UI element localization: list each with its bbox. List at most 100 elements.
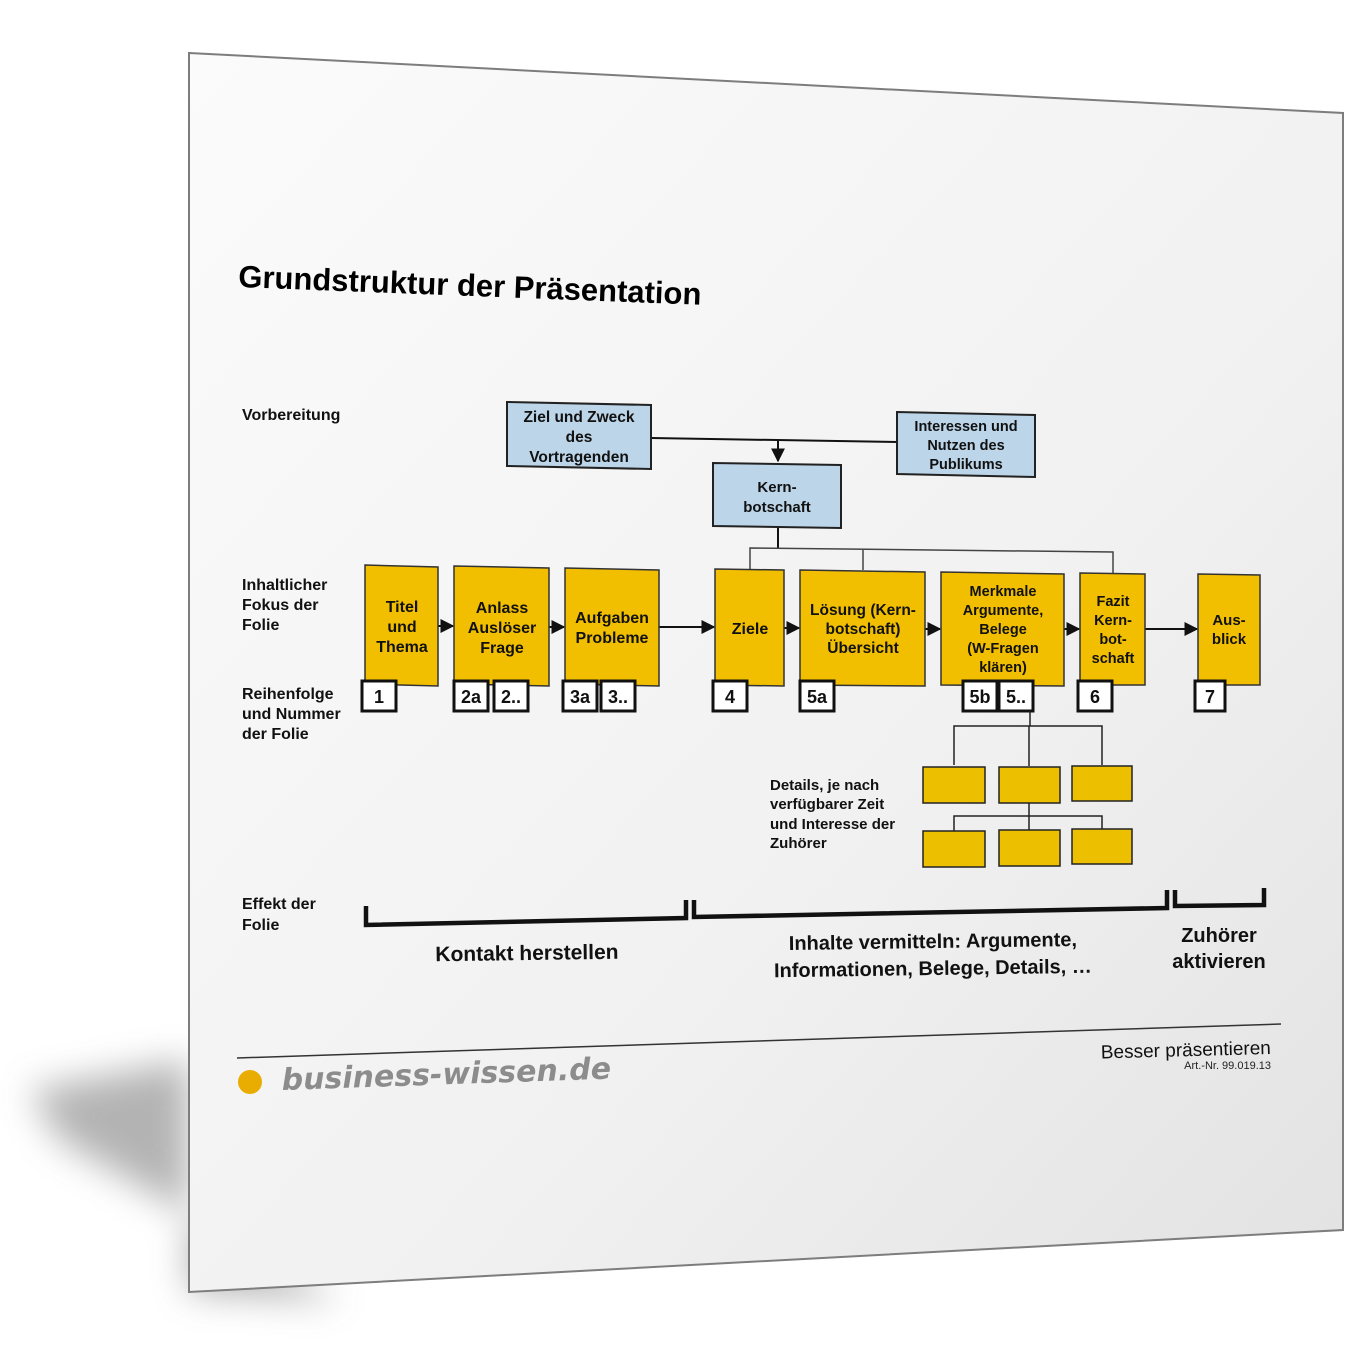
svg-text:Argumente,: Argumente,	[963, 603, 1044, 619]
flow-arrows	[438, 619, 1199, 636]
effect-kontakt: Kontakt herstellen	[435, 941, 619, 967]
svg-text:4: 4	[725, 687, 735, 707]
svg-text:und Interesse der: und Interesse der	[770, 816, 895, 833]
row-label-vorbereitung: Vorbereitung	[242, 407, 340, 424]
effect-zuhoerer-1: Zuhörer	[1181, 925, 1257, 947]
step-merkmale: Merkmale Argumente, Belege (W-Fragen klä…	[940, 571, 1065, 687]
svg-text:Zuhörer: Zuhörer	[770, 835, 827, 852]
detail-box	[998, 829, 1061, 867]
svg-text:Ziele: Ziele	[732, 621, 769, 638]
svg-text:Vortragenden: Vortragenden	[529, 449, 629, 466]
svg-text:Aus-: Aus-	[1212, 612, 1245, 629]
slide-number-3a: 3a	[561, 679, 599, 713]
svg-text:botschaft): botschaft)	[826, 621, 901, 638]
slide-number-7: 7	[1193, 679, 1227, 713]
effect-brackets	[363, 888, 1267, 928]
detail-box	[922, 830, 986, 868]
svg-text:Lösung (Kern-: Lösung (Kern-	[810, 602, 916, 619]
svg-text:Anlass: Anlass	[476, 600, 529, 617]
row-label-fokus: Inhaltlicher Fokus der Folie	[242, 577, 327, 634]
slide-number-3x: 3..	[599, 679, 637, 713]
svg-text:des: des	[566, 429, 593, 446]
slide-number-1: 1	[360, 679, 398, 713]
detail-tree	[922, 711, 1133, 868]
effect-inhalte-1: Inhalte vermitteln: Argumente,	[789, 929, 1077, 955]
svg-text:1: 1	[374, 687, 384, 707]
row-label-details: Details, je nach verfügbarer Zeit und In…	[770, 777, 895, 852]
svg-text:5a: 5a	[807, 687, 828, 707]
step-fazit: Fazit Kern- bot- schaft	[1079, 572, 1146, 686]
slide-number-2a: 2a	[452, 679, 490, 713]
svg-text:2a: 2a	[461, 687, 482, 707]
svg-text:7: 7	[1205, 687, 1215, 707]
svg-text:und: und	[387, 619, 416, 636]
svg-text:Interessen und: Interessen und	[914, 419, 1017, 435]
prep-connectors	[650, 437, 899, 548]
svg-text:Merkmale: Merkmale	[970, 584, 1037, 600]
brand-dot-icon	[238, 1070, 262, 1094]
svg-text:Titel: Titel	[386, 599, 419, 616]
svg-text:Aufgaben: Aufgaben	[575, 610, 649, 627]
svg-text:3..: 3..	[608, 687, 628, 707]
slide-number-2x: 2..	[492, 679, 530, 713]
svg-text:Nutzen des: Nutzen des	[927, 438, 1004, 454]
detail-box	[1071, 765, 1133, 802]
svg-text:Folie: Folie	[242, 617, 279, 634]
svg-text:blick: blick	[1212, 631, 1247, 648]
svg-text:Probleme: Probleme	[576, 630, 649, 647]
svg-text:Übersicht: Übersicht	[827, 640, 899, 657]
effect-zuhoerer-2: aktivieren	[1172, 951, 1265, 973]
svg-text:6: 6	[1090, 687, 1100, 707]
svg-text:Kern-: Kern-	[1094, 613, 1132, 629]
svg-text:Auslöser: Auslöser	[468, 620, 536, 637]
step-aufgaben: Aufgaben Probleme	[564, 567, 660, 687]
effect-inhalte-2: Informationen, Belege, Details, …	[774, 956, 1092, 982]
svg-text:Ziel und Zweck: Ziel und Zweck	[523, 409, 634, 426]
step-ausblick: Aus- blick	[1197, 573, 1261, 686]
footer-series: Besser präsentieren	[1101, 1038, 1272, 1063]
prep-box-interessen: Interessen und Nutzen des Publikums	[896, 410, 1036, 479]
svg-text:botschaft: botschaft	[743, 499, 811, 516]
svg-text:Thema: Thema	[376, 639, 428, 656]
svg-text:Kern-: Kern-	[757, 479, 796, 496]
detail-box	[922, 766, 986, 804]
svg-text:Frage: Frage	[480, 640, 524, 657]
detail-box	[1071, 828, 1133, 865]
row-label-reihenfolge: Reihenfolge und Nummer der Folie	[242, 686, 341, 743]
svg-text:5b: 5b	[969, 687, 990, 707]
prep-box-kernbotschaft: Kern- botschaft	[712, 461, 842, 530]
svg-text:verfügbarer Zeit: verfügbarer Zeit	[770, 796, 884, 813]
svg-text:3a: 3a	[570, 687, 591, 707]
svg-text:Fazit: Fazit	[1096, 594, 1129, 610]
svg-text:der Folie: der Folie	[242, 726, 309, 743]
svg-text:Fokus der: Fokus der	[242, 597, 318, 614]
svg-text:Belege: Belege	[979, 622, 1027, 638]
svg-text:Details, je nach: Details, je nach	[770, 777, 879, 794]
svg-text:bot-: bot-	[1099, 632, 1127, 648]
effect-labels: Kontakt herstellen Inhalte vermitteln: A…	[435, 925, 1266, 982]
step-loesung: Lösung (Kern- botschaft) Übersicht	[799, 569, 926, 687]
detail-box	[998, 766, 1061, 804]
kern-branch-lines	[749, 547, 1114, 573]
svg-text:Effekt der: Effekt der	[242, 896, 316, 913]
slide-number-5b: 5b	[961, 679, 999, 713]
step-anlass: Anlass Auslöser Frage	[453, 565, 550, 687]
svg-text:(W-Fragen: (W-Fragen	[967, 641, 1038, 657]
svg-text:5..: 5..	[1006, 687, 1026, 707]
slide-number-4: 4	[711, 679, 749, 713]
svg-text:2..: 2..	[501, 687, 521, 707]
svg-text:schaft: schaft	[1092, 651, 1135, 667]
footer-rule	[236, 1023, 1282, 1059]
svg-text:Vorbereitung: Vorbereitung	[242, 407, 340, 424]
prep-box-ziel: Ziel und Zweck des Vortragenden	[506, 400, 652, 471]
svg-text:und Nummer: und Nummer	[242, 706, 341, 723]
step-ziele: Ziele	[714, 568, 785, 687]
slide-number-5a: 5a	[798, 679, 836, 713]
step-titel: Titel und Thema	[364, 564, 439, 687]
slide-number-5x: 5..	[997, 679, 1035, 713]
svg-text:Inhaltlicher: Inhaltlicher	[242, 577, 327, 594]
row-label-effekt: Effekt der Folie	[242, 896, 316, 934]
svg-text:Reihenfolge: Reihenfolge	[242, 686, 334, 703]
svg-text:Publikums: Publikums	[929, 457, 1002, 473]
